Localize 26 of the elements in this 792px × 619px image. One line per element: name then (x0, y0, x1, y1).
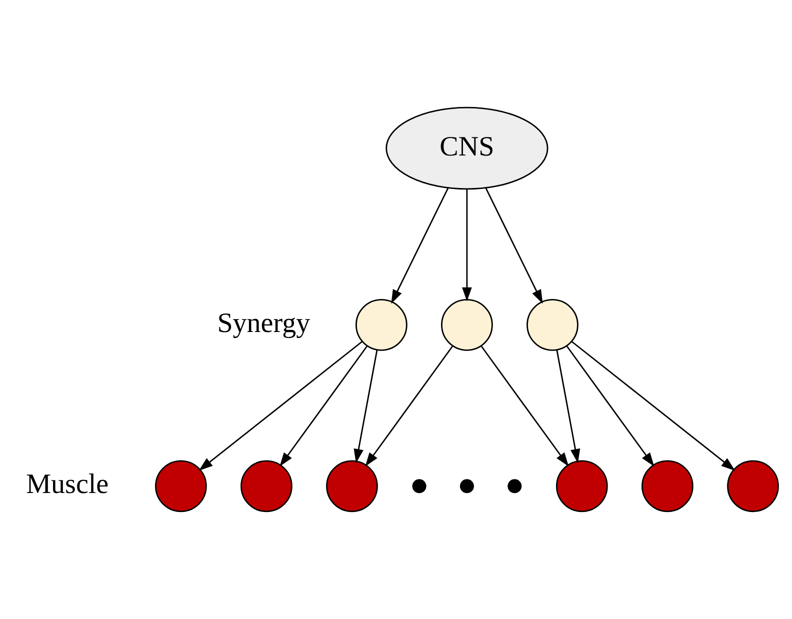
node-circle (154, 460, 206, 512)
arrow (390, 188, 448, 304)
arrow (364, 346, 452, 467)
arrow (566, 346, 654, 467)
node-circle (526, 298, 578, 351)
arrow (556, 350, 580, 464)
label: Muscle (26, 469, 108, 500)
arrow (570, 340, 735, 471)
node-circle (355, 298, 407, 351)
arrow (462, 189, 472, 302)
arrow (279, 346, 367, 467)
arrow (484, 188, 542, 304)
node-circle (641, 460, 693, 512)
arrow (353, 350, 378, 464)
node-circle (412, 479, 426, 494)
arrow (198, 340, 362, 471)
node-circle (326, 460, 378, 512)
node-ellipse: CNS (385, 106, 548, 190)
node-circle (440, 298, 492, 351)
node-circle (507, 479, 522, 494)
node-circle (555, 460, 608, 512)
arrow (480, 346, 568, 467)
node-circle (459, 479, 474, 494)
node-circle (240, 460, 292, 512)
node-circle (726, 460, 778, 512)
label: Synergy (216, 308, 310, 339)
